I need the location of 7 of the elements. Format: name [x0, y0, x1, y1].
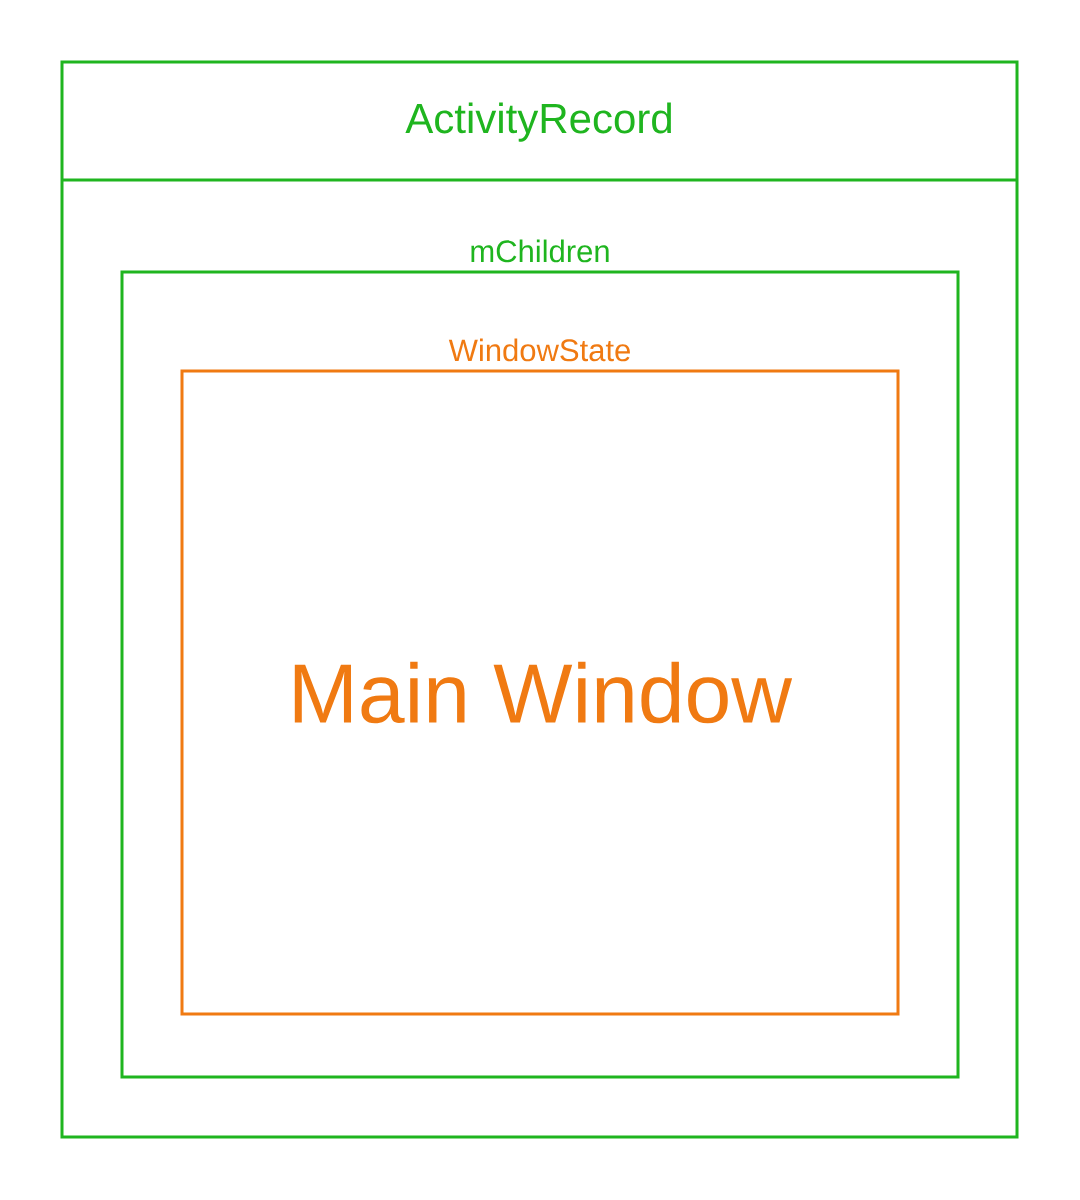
box-title: mChildren: [471, 239, 609, 263]
container-box: [120, 239, 960, 1079]
class-box: [60, 60, 1019, 1139]
window-label: Main Window: [294, 661, 793, 724]
box-title: WindowState: [448, 338, 630, 362]
window-box: [180, 338, 900, 1016]
box-title: ActivityRecord: [405, 102, 671, 142]
